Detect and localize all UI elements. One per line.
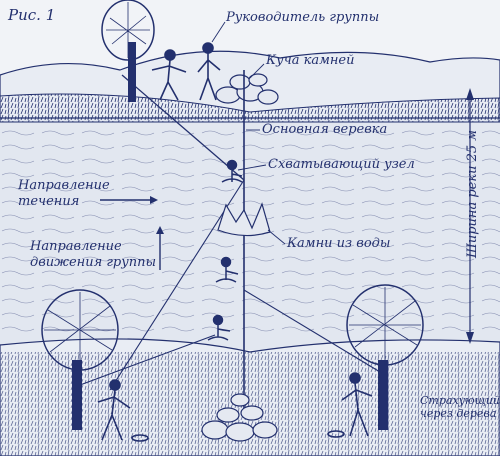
label-flow-direction-line2: течения — [18, 194, 80, 209]
label-flow-direction-line1: Направление — [18, 178, 110, 193]
flow-direction-arrow-icon — [100, 196, 158, 204]
label-main-rope: Основная веревка — [262, 122, 388, 137]
label-group-leader: Руководитель группы — [226, 10, 380, 25]
tree-near-right-icon — [346, 284, 424, 430]
label-group-movement: Направление движения группы — [30, 239, 156, 271]
figure-number: Рис. 1 — [8, 6, 56, 24]
label-stones-from-water: Камни из воды — [287, 236, 391, 251]
label-flow-direction: Направление течения — [18, 178, 110, 210]
stone-pile-far-icon — [215, 73, 279, 105]
label-stone-pile: Куча камней — [266, 53, 355, 68]
label-belay: Страхующий через дерева — [420, 394, 500, 420]
river-width-arrow-icon — [466, 88, 474, 344]
label-group-movement-line1: Направление — [30, 239, 122, 254]
belayer-near-left-icon — [97, 379, 149, 442]
belayer-far-bank-icon — [151, 49, 187, 101]
tree-near-left-icon — [41, 289, 119, 430]
leader-line-knot — [237, 164, 267, 171]
stones-in-water-icon — [217, 202, 271, 237]
label-belay-line1: Страхующий — [420, 394, 500, 407]
belayer-near-right-icon — [327, 372, 373, 438]
far-bank-grass — [0, 93, 500, 123]
rope-to-left-tree — [79, 334, 216, 386]
label-river-width: Ширина реки 25 м — [465, 129, 480, 258]
main-rope-lower-left — [109, 179, 245, 391]
label-group-movement-line2: движения группы — [30, 255, 157, 270]
label-belay-line2: через дерева — [420, 407, 497, 420]
crosser-3-icon — [207, 314, 231, 341]
main-rope-lower-right — [243, 289, 386, 376]
label-grabbing-knot: Схватывающий узел — [268, 157, 415, 172]
main-rope-line — [121, 74, 245, 181]
stone-pile-near-icon — [201, 393, 278, 442]
crosser-2-icon — [215, 256, 239, 283]
crosser-1-icon — [221, 159, 243, 183]
leader-line-group-leader — [211, 21, 226, 43]
group-leader-icon — [197, 42, 221, 101]
leader-line-water-stones — [267, 229, 286, 245]
movement-direction-arrow-icon — [156, 226, 164, 270]
leader-line-stone-pile — [249, 63, 265, 79]
tree-far-left-icon — [101, 0, 155, 102]
